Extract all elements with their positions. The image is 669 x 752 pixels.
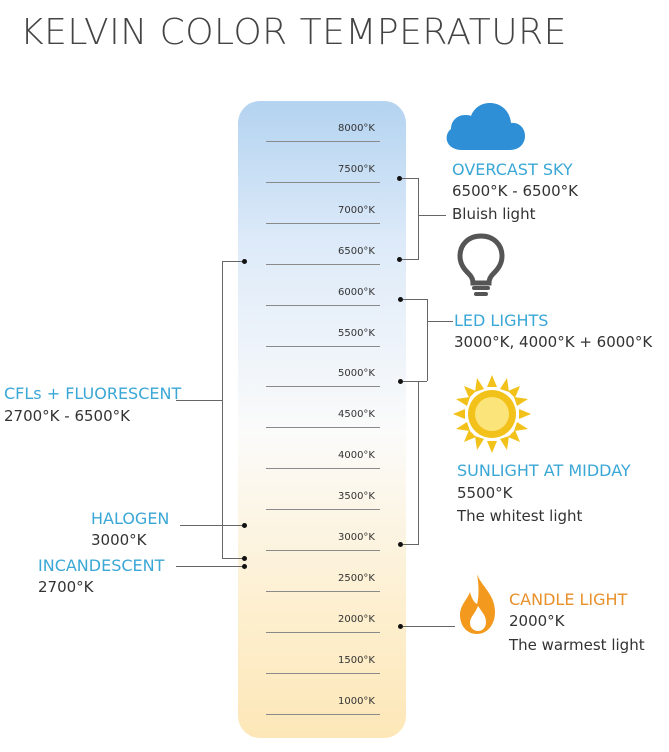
page-title: KELVIN COLOR TEMPERATURE (20, 12, 567, 53)
cfl-title: CFLs + FLUORESCENT (4, 384, 182, 403)
led-bracket-v (427, 299, 428, 381)
tick-line (266, 673, 380, 674)
overcast-sky-range: 6500°K - 6500°K (452, 182, 578, 200)
tick-label: 7000°K (337, 205, 375, 216)
sunlight-note: The whitest light (457, 507, 583, 525)
cfl-bracket-v (222, 261, 223, 559)
tick-label: 7500°K (337, 164, 375, 175)
tick-label: 1500°K (337, 655, 375, 666)
candle-light-range: 2000°K (509, 612, 565, 630)
tick-line (266, 427, 380, 428)
led-4000-dot (398, 379, 403, 384)
sunlight-range: 5500°K (457, 484, 513, 502)
tick-label: 3000°K (337, 532, 375, 543)
tick-line (266, 305, 380, 306)
overcast-sky-note: Bluish light (452, 205, 536, 223)
halogen-title: HALOGEN (91, 509, 170, 528)
led-bracket-mid (403, 381, 427, 382)
cfl-bracket-top (222, 261, 242, 262)
cfl-leader (176, 400, 222, 401)
tick-label: 3500°K (337, 491, 375, 502)
overcast-bracket-bottom (402, 259, 418, 260)
tick-line (266, 264, 380, 265)
halogen-dot (242, 523, 247, 528)
tick-label: 5000°K (337, 368, 375, 379)
tick-line (266, 141, 380, 142)
incandescent-range: 2700°K (38, 578, 94, 596)
overcast-top-dot (397, 176, 402, 181)
tick-label: 4500°K (337, 409, 375, 420)
tick-line (266, 468, 380, 469)
candle-light-title: CANDLE LIGHT (509, 590, 628, 609)
tick-line (266, 223, 380, 224)
sun-bracket-bottom (403, 544, 419, 545)
led-bracket-top (403, 299, 427, 300)
halogen-range: 3000°K (91, 531, 147, 549)
sun-bracket-v (418, 381, 419, 544)
led-lights-title: LED LIGHTS (454, 311, 549, 330)
lightbulb-icon (457, 233, 505, 296)
tick-line (266, 591, 380, 592)
tick-label: 2000°K (337, 614, 375, 625)
tick-line (266, 632, 380, 633)
tick-label: 5500°K (337, 328, 375, 339)
sunlight-title: SUNLIGHT AT MIDDAY (457, 461, 631, 480)
tick-label: 8000°K (337, 123, 375, 134)
led-lights-range: 3000°K, 4000°K + 6000°K (454, 333, 653, 351)
temperature-scale-bar (238, 101, 406, 738)
sun-3000-dot (398, 542, 403, 547)
tick-line (266, 550, 380, 551)
tick-label: 6000°K (337, 287, 375, 298)
led-leader (427, 321, 453, 322)
tick-line (266, 182, 380, 183)
tick-label: 1000°K (337, 696, 375, 707)
candle-leader (403, 626, 455, 627)
overcast-bracket (402, 178, 418, 179)
incandescent-title: INCANDESCENT (38, 556, 165, 575)
tick-line (266, 714, 380, 715)
overcast-bracket-v (418, 178, 419, 260)
incandescent-leader (176, 566, 242, 567)
tick-line (266, 509, 380, 510)
tick-label: 4000°K (337, 450, 375, 461)
candle-light-note: The warmest light (509, 636, 645, 654)
cfl-top-dot (242, 259, 247, 264)
candle-dot (398, 624, 403, 629)
incandescent-dot (242, 556, 247, 561)
incandescent-dot-2 (242, 564, 247, 569)
cfl-range: 2700°K - 6500°K (4, 407, 130, 425)
cloud-icon (446, 103, 525, 150)
overcast-bottom-dot (397, 257, 402, 262)
tick-label: 2500°K (337, 573, 375, 584)
overcast-sky-title: OVERCAST SKY (452, 160, 573, 179)
tick-line (266, 386, 380, 387)
led-6000-dot (398, 297, 403, 302)
tick-line (266, 346, 380, 347)
flame-icon (460, 574, 495, 634)
overcast-leader (418, 215, 446, 216)
sun-icon (453, 375, 531, 453)
tick-label: 6500°K (337, 246, 375, 257)
cfl-bracket-bottom (222, 558, 242, 559)
halogen-leader (180, 525, 242, 526)
